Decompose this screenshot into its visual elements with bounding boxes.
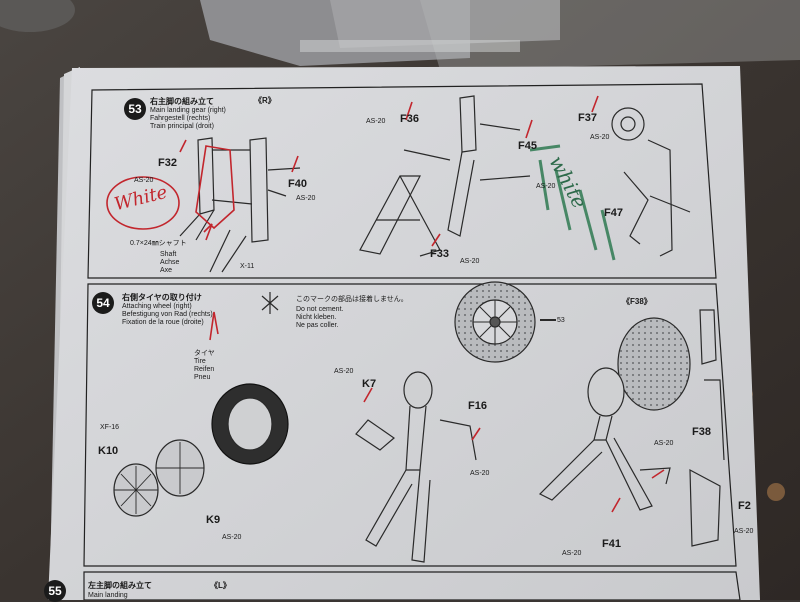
no-cement-note-fr: Ne pas coller.	[296, 322, 339, 329]
step-54-number: 54	[92, 292, 114, 314]
step-54-title-fr: Fixation de la roue (droite)	[122, 319, 204, 326]
shaft-label-en: Shaft	[160, 251, 177, 258]
part-label-f32: F32	[158, 157, 177, 169]
no-cement-note-en: Do not cement.	[296, 306, 344, 313]
cement-label-as20: AS-20	[334, 368, 354, 375]
part-label-f16: F16	[468, 400, 487, 412]
step-55-title-en: Main landing	[88, 592, 128, 599]
step-53-title-jp: 右主脚の組み立て	[150, 97, 214, 106]
step-54-title-en: Attaching wheel (right)	[122, 303, 192, 310]
part-label-f41: F41	[602, 538, 621, 550]
cement-label-as20: AS-20	[222, 534, 242, 541]
step-53-title-fr: Train principal (droit)	[150, 123, 214, 130]
part-label-f2: F2	[738, 500, 751, 512]
no-cement-note-jp: このマークの部品は接着しません。	[296, 296, 408, 303]
shaft-size-label: 0.7×24㎜シャフト	[130, 240, 187, 247]
part-label-f37: F37	[578, 112, 597, 124]
cement-label-as20: AS-20	[134, 177, 154, 184]
shaft-label-de: Achse	[160, 259, 180, 266]
cement-label-as20: AS-20	[590, 134, 610, 141]
tire-label-fr: Pneu	[194, 374, 211, 381]
step-54-title-de: Befestigung von Rad (rechts)	[122, 311, 213, 318]
part-label-f40: F40	[288, 178, 307, 190]
tire-label-en: Tire	[194, 358, 206, 365]
cement-label-as20: AS-20	[536, 183, 556, 190]
step-53-title-de: Fahrgestell (rechts)	[150, 115, 211, 122]
step-55-number: 55	[44, 580, 66, 602]
part-label-f33: F33	[430, 248, 449, 260]
shaft-label-fr: Axe	[160, 267, 173, 274]
tire-label-jp: タイヤ	[194, 350, 215, 357]
cement-label-as20: AS-20	[734, 528, 754, 535]
cement-label-as20: AS-20	[296, 195, 316, 202]
ref-label-53: 53	[557, 317, 565, 324]
part-label-f36: F36	[400, 113, 419, 125]
ref-label-f38: 《F38》	[622, 297, 652, 306]
paint-label-xf16: XF-16	[100, 424, 120, 431]
cement-label-as20: AS-20	[460, 258, 480, 265]
cement-label-x11: X-11	[240, 263, 255, 270]
no-cement-note-de: Nicht kleben.	[296, 314, 337, 321]
part-label-f47: F47	[604, 207, 623, 219]
part-label-k10: K10	[98, 445, 119, 457]
step-54-title-jp: 右側タイヤの取り付け	[122, 293, 202, 302]
cement-label-as20: AS-20	[654, 440, 674, 447]
cement-label-as20: AS-20	[562, 550, 582, 557]
part-label-f38: F38	[692, 426, 711, 438]
step-53-number: 53	[124, 98, 146, 120]
step-53-side-label: 《R》	[254, 96, 276, 105]
tire-label-de: Reifen	[194, 366, 215, 373]
cement-label-as20: AS-20	[366, 118, 386, 125]
step-53-title-en: Main landing gear (right)	[150, 107, 226, 114]
part-label-f45: F45	[518, 140, 537, 152]
part-label-k9: K9	[206, 514, 221, 526]
step-55-side-label: 《L》	[210, 581, 231, 590]
step-55-title-jp: 左主脚の組み立て	[88, 581, 152, 590]
cement-label-as20: AS-20	[470, 470, 490, 477]
part-label-k7: K7	[362, 378, 377, 390]
